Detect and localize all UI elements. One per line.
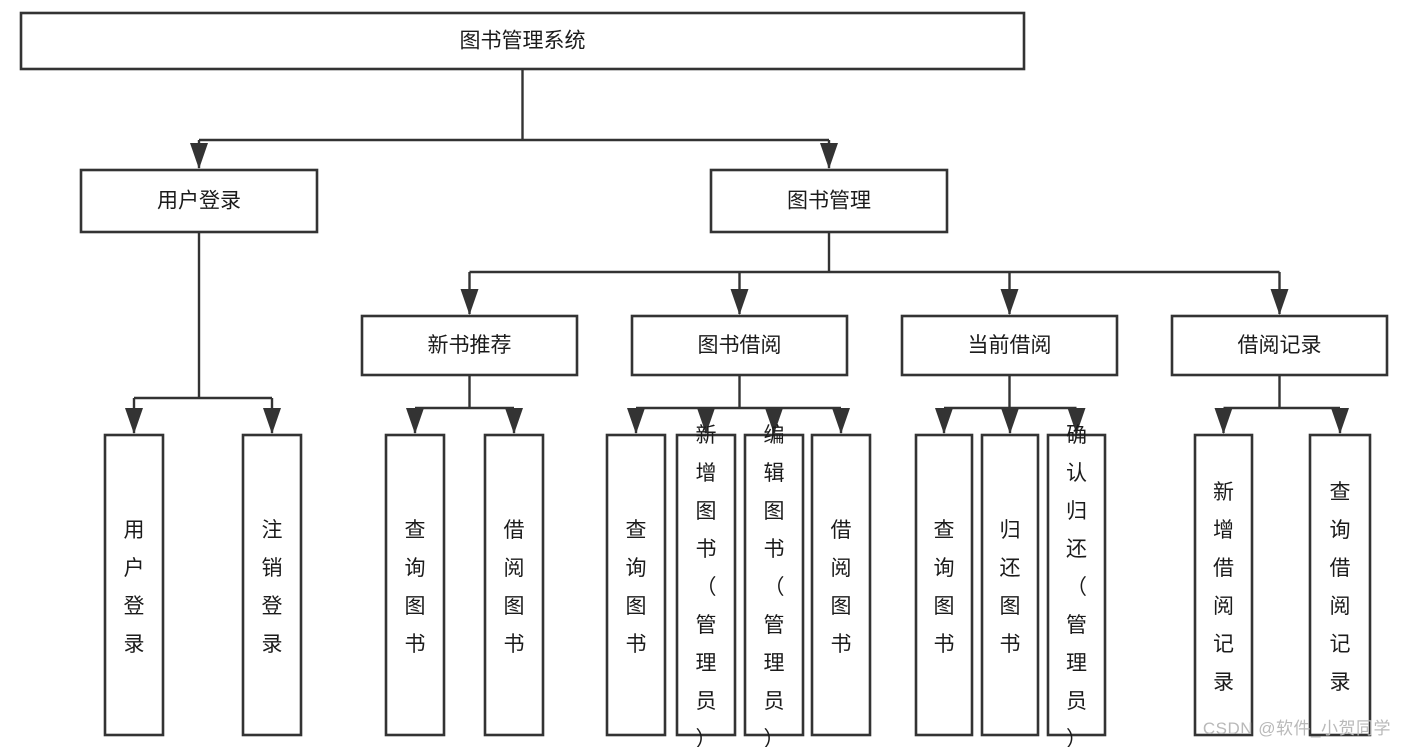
- leaf-leaf-query-record-box[interactable]: [1308, 433, 1372, 737]
- book-borrow-to-leaves-arrow-1: [697, 408, 715, 434]
- leaf-leaf-add-book-box[interactable]: [675, 433, 737, 737]
- current-borrow-to-leaves-arrow-1: [1001, 408, 1019, 434]
- leaf-leaf-add-record-box[interactable]: [1193, 433, 1254, 737]
- new-book-recommend-to-leaves-arrow-0: [406, 408, 424, 434]
- leaf-leaf-confirm-return-box[interactable]: [1046, 433, 1107, 737]
- bm-to-l3-arrow-3: [1270, 289, 1289, 315]
- leaf-leaf-query-book-3-label: 查询图书: [934, 519, 955, 656]
- bm-to-l3-arrow-2: [1000, 289, 1019, 315]
- book-borrow-to-leaves-arrow-3: [832, 408, 850, 434]
- borrow-record-to-leaves-arrow-1: [1331, 408, 1349, 434]
- l2-book-manage-box[interactable]: [709, 168, 949, 234]
- new-book-recommend-to-leaves-arrow-1: [505, 408, 523, 434]
- l3-new-book-recommend-label: 新书推荐: [428, 334, 512, 357]
- leaf-leaf-query-book-2-label: 查询图书: [626, 519, 647, 656]
- root-to-l2-arrow-1: [820, 143, 838, 169]
- l3-borrow-record-box[interactable]: [1170, 314, 1389, 377]
- l2-user-login-label: 用户登录: [157, 190, 241, 213]
- leaf-leaf-user-login-box[interactable]: [103, 433, 165, 737]
- book-borrow-to-leaves-arrow-0: [627, 408, 645, 434]
- current-borrow-to-leaves-arrow-2: [1067, 408, 1086, 434]
- borrow-record-to-leaves-arrow-0: [1214, 408, 1233, 434]
- l3-new-book-recommend-box[interactable]: [360, 314, 579, 377]
- book-borrow-to-leaves-arrow-2: [765, 408, 783, 434]
- leaf-leaf-edit-book-box[interactable]: [743, 433, 805, 737]
- bm-to-l3-arrow-1: [730, 289, 749, 315]
- leaf-leaf-return-book-label: 归还图书: [1000, 519, 1021, 656]
- l3-current-borrow-label: 当前借阅: [968, 334, 1052, 357]
- leaf-leaf-add-book-label: 新增图书（管理员）: [696, 424, 717, 747]
- edges-layer: [125, 69, 1349, 434]
- root-node-box[interactable]: [19, 11, 1026, 71]
- leaf-leaf-query-book-1-box[interactable]: [384, 433, 446, 737]
- root-to-l2-arrow-0: [190, 143, 208, 169]
- leaf-leaf-logout-label: 注销登录: [262, 519, 283, 656]
- leaf-leaf-query-record-label: 查询借阅记录: [1330, 481, 1351, 694]
- bm-to-l3-arrow-0: [460, 289, 479, 315]
- leaf-leaf-logout-box[interactable]: [241, 433, 303, 737]
- nodes-layer: 图书管理系统用户登录图书管理新书推荐图书借阅当前借阅借阅记录用户登录注销登录查询…: [19, 11, 1389, 747]
- leaf-leaf-confirm-return-label: 确认归还（管理员）: [1066, 424, 1087, 747]
- current-borrow-to-leaves-arrow-0: [935, 408, 953, 434]
- leaf-leaf-borrow-book-1-label: 借阅图书: [504, 519, 525, 656]
- leaf-leaf-return-book-box[interactable]: [980, 433, 1040, 737]
- leaf-leaf-add-record-label: 新增借阅记录: [1213, 481, 1234, 694]
- user-login-to-leaves-arrow-0: [125, 408, 143, 434]
- l3-book-borrow-label: 图书借阅: [698, 334, 782, 357]
- leaf-leaf-borrow-book-2-label: 借阅图书: [831, 519, 852, 656]
- leaf-leaf-edit-book-label: 编辑图书（管理员）: [764, 424, 785, 747]
- leaf-leaf-borrow-book-2-box[interactable]: [810, 433, 872, 737]
- l2-user-login-box[interactable]: [79, 168, 319, 234]
- root-node-label: 图书管理系统: [460, 30, 586, 53]
- l3-current-borrow-box[interactable]: [900, 314, 1119, 377]
- leaf-leaf-query-book-3-box[interactable]: [914, 433, 974, 737]
- leaf-leaf-user-login-label: 用户登录: [124, 519, 145, 656]
- csdn-watermark: CSDN @软件_小贺同学: [1202, 719, 1391, 738]
- l3-borrow-record-label: 借阅记录: [1238, 334, 1322, 357]
- l3-book-borrow-box[interactable]: [630, 314, 849, 377]
- leaf-leaf-borrow-book-1-box[interactable]: [483, 433, 545, 737]
- user-login-to-leaves-arrow-1: [263, 408, 281, 434]
- leaf-leaf-query-book-1-label: 查询图书: [405, 519, 426, 656]
- leaf-leaf-query-book-2-box[interactable]: [605, 433, 667, 737]
- l2-book-manage-label: 图书管理: [787, 190, 871, 213]
